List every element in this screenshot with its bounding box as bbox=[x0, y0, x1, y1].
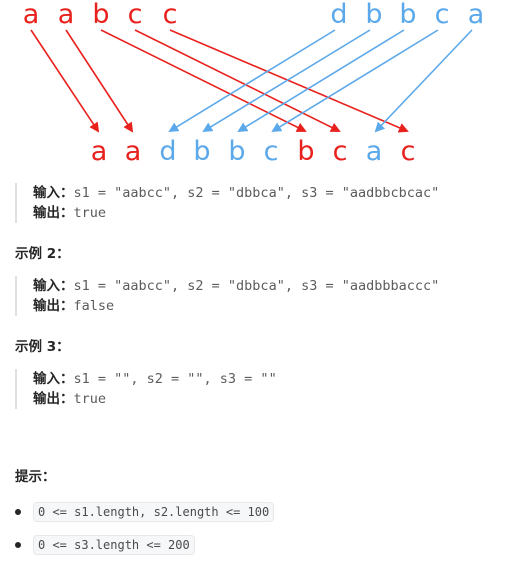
example-1-block: 输入：s1 = "aabcc", s2 = "dbbca", s3 = "aad… bbox=[15, 183, 439, 223]
s2-letter: b bbox=[399, 0, 416, 30]
example-3-heading: 示例 3： bbox=[15, 339, 70, 355]
s3-letter: c bbox=[264, 136, 279, 167]
s1-letter: c bbox=[163, 0, 178, 30]
input-label: 输入： bbox=[33, 371, 74, 387]
s2-arrow bbox=[168, 29, 336, 133]
s3-letter: c bbox=[401, 136, 416, 167]
s1-letter: b bbox=[92, 0, 109, 30]
bullet-icon bbox=[15, 542, 21, 548]
s3-letter: a bbox=[125, 136, 142, 167]
input-label: 输入： bbox=[33, 185, 74, 201]
s3-letter: b bbox=[193, 136, 210, 167]
s2-arrow bbox=[271, 29, 439, 133]
example-2-block: 输入：s1 = "aabcc", s2 = "dbbca", s3 = "aad… bbox=[15, 276, 439, 316]
input-label: 输入： bbox=[33, 278, 74, 294]
s2-letter: b bbox=[365, 0, 382, 30]
hint-code: 0 <= s1.length, s2.length <= 100 bbox=[33, 502, 275, 522]
s3-letter: b bbox=[228, 136, 245, 167]
s1-letter: a bbox=[58, 0, 75, 30]
s2-letter: d bbox=[330, 0, 347, 30]
s2-letter: c bbox=[435, 0, 450, 30]
output-value: true bbox=[73, 391, 107, 407]
hints-heading: 提示： bbox=[15, 469, 56, 485]
s2-letter: a bbox=[468, 0, 485, 30]
s2-arrow bbox=[237, 29, 405, 133]
s3-letter: c bbox=[333, 136, 348, 167]
s3-letter: d bbox=[159, 136, 176, 167]
s3-letter: b bbox=[297, 136, 314, 167]
hint-item: 0 <= s3.length <= 200 bbox=[15, 535, 195, 555]
s1-letter: c bbox=[128, 0, 143, 30]
s2-arrow bbox=[202, 29, 371, 133]
hint-code: 0 <= s3.length <= 200 bbox=[33, 535, 195, 555]
s1-letter: a bbox=[23, 0, 40, 30]
bullet-icon bbox=[15, 509, 21, 515]
example-2-heading: 示例 2： bbox=[15, 246, 70, 262]
input-value: s1 = "", s2 = "", s3 = "" bbox=[73, 371, 277, 387]
hint-item: 0 <= s1.length, s2.length <= 100 bbox=[15, 502, 275, 522]
s1-arrow bbox=[100, 29, 307, 132]
input-value: s1 = "aabcc", s2 = "dbbca", s3 = "aadbbb… bbox=[73, 278, 440, 294]
output-value: false bbox=[73, 298, 115, 314]
s2-arrow bbox=[374, 29, 473, 133]
s3-letter: a bbox=[366, 136, 383, 167]
output-label: 输出： bbox=[33, 298, 74, 314]
s3-letter: a bbox=[91, 136, 108, 167]
output-label: 输出： bbox=[33, 205, 74, 221]
output-value: true bbox=[73, 205, 107, 221]
input-value: s1 = "aabcc", s2 = "dbbca", s3 = "aadbbc… bbox=[73, 185, 440, 201]
output-label: 输出： bbox=[33, 391, 74, 407]
s1-arrow bbox=[30, 29, 100, 133]
example-3-block: 输入：s1 = "", s2 = "", s3 = "" 输出：true bbox=[15, 369, 277, 409]
s1-arrow bbox=[65, 29, 134, 133]
s1-arrow bbox=[134, 29, 341, 132]
